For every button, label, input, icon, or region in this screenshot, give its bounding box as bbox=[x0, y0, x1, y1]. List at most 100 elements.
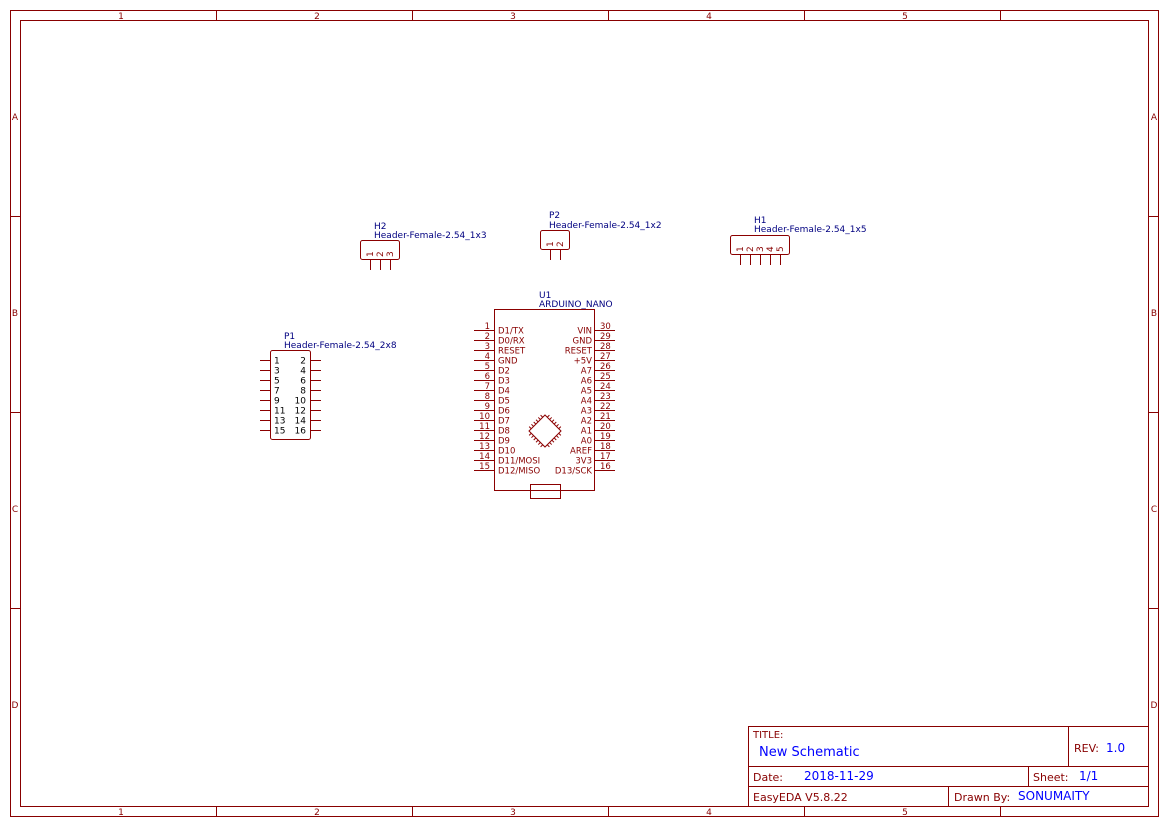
p1-pin-number: 3 bbox=[274, 367, 280, 377]
u1-pin-number: 17 bbox=[600, 452, 611, 462]
u1-pin-name: A6 bbox=[581, 377, 592, 387]
frame-col-label-top: 1 bbox=[118, 12, 124, 22]
u1-designator: U1 bbox=[539, 291, 551, 301]
p1-pin-number: 6 bbox=[300, 377, 306, 387]
u1-pin-name: D0/RX bbox=[498, 337, 525, 347]
mcu-chip-pin bbox=[558, 426, 562, 430]
u1-pin-number: 15 bbox=[479, 462, 490, 472]
u1-pin-number: 20 bbox=[600, 422, 611, 432]
mcu-chip-pin bbox=[533, 421, 537, 425]
h1-designator: H1 bbox=[754, 216, 767, 226]
title-value: New Schematic bbox=[759, 745, 860, 760]
mcu-chip-pin bbox=[556, 423, 559, 427]
sheet-label: Sheet: bbox=[1033, 771, 1069, 784]
u1-pin-number: 9 bbox=[485, 402, 490, 412]
h1-value: Header-Female-2.54_1x5 bbox=[754, 225, 867, 235]
u1-pin-name: GND bbox=[498, 357, 518, 367]
h2-pin-number: 2 bbox=[376, 251, 386, 257]
p1-pin-number: 5 bbox=[274, 377, 280, 387]
h2-value: Header-Female-2.54_1x3 bbox=[374, 231, 487, 241]
u1-pin-name: D13/SCK bbox=[555, 467, 593, 477]
title-label: TITLE: bbox=[752, 730, 783, 741]
mcu-chip-pin bbox=[535, 439, 539, 443]
p1-pin-number: 1 bbox=[274, 357, 280, 367]
u1-pin-name: D7 bbox=[498, 417, 510, 427]
u1-pin-number: 13 bbox=[479, 442, 490, 452]
u1-pin-name: AREF bbox=[570, 447, 592, 457]
u1-pin-name: A4 bbox=[581, 397, 592, 407]
mcu-chip-pin bbox=[531, 435, 534, 439]
mcu-chip-pin bbox=[540, 414, 544, 418]
u1-pin-name: GND bbox=[573, 337, 593, 347]
p2-designator: P2 bbox=[549, 211, 560, 221]
p2-pin-number: 2 bbox=[556, 241, 566, 247]
mcu-chip-pin bbox=[533, 437, 537, 441]
h2-body bbox=[360, 240, 400, 260]
frame-row-label-right: A bbox=[1151, 113, 1158, 123]
frame-col-label-top: 4 bbox=[706, 12, 712, 22]
software-version: EasyEDA V5.8.22 bbox=[753, 791, 848, 804]
u1-pin-number: 18 bbox=[600, 442, 611, 452]
frame-zone-ticks bbox=[10, 10, 1159, 817]
p1-pin-number: 7 bbox=[274, 387, 280, 397]
u1-pin-name: D8 bbox=[498, 427, 510, 437]
u1-pin-name: D1/TX bbox=[498, 327, 524, 337]
u1-pin-name: 3V3 bbox=[575, 457, 592, 467]
u1-pin-number: 25 bbox=[600, 372, 611, 382]
u1-pin-number: 21 bbox=[600, 412, 611, 422]
u1-pin-name: A7 bbox=[581, 367, 592, 377]
u1-value: ARDUINO_NANO bbox=[539, 300, 613, 310]
p1-pin-number: 2 bbox=[300, 357, 306, 367]
u1-pin-name: D2 bbox=[498, 367, 510, 377]
u1-pin-number: 19 bbox=[600, 432, 611, 442]
u1-pin-name: +5V bbox=[574, 357, 593, 367]
rev-label: REV: bbox=[1074, 742, 1099, 755]
component-p1[interactable]: P1 Header-Female-2.54_2x8 13579111315246… bbox=[260, 332, 397, 440]
u1-pin-name: D5 bbox=[498, 397, 510, 407]
outer-border bbox=[10, 10, 1159, 817]
frame-col-label-bottom: 5 bbox=[902, 808, 908, 818]
frame-col-label-bottom: 1 bbox=[118, 808, 124, 818]
frame-row-label-left: B bbox=[12, 309, 18, 319]
h2-pin-number: 1 bbox=[366, 251, 376, 257]
p1-pin-number: 13 bbox=[274, 417, 285, 427]
u1-pin-name: D3 bbox=[498, 377, 510, 387]
mcu-chip-pins bbox=[528, 414, 562, 448]
u1-pin-number: 7 bbox=[485, 382, 490, 392]
frame-col-label-bottom: 4 bbox=[706, 808, 712, 818]
u1-pin-number: 22 bbox=[600, 402, 611, 412]
u1-pin-name: A0 bbox=[581, 437, 592, 447]
u1-pin-name: D6 bbox=[498, 407, 510, 417]
u1-pin-name: D11/MOSI bbox=[498, 457, 540, 467]
u1-pin-number: 14 bbox=[479, 452, 490, 462]
p1-pin-number: 10 bbox=[295, 397, 307, 407]
p2-pin-number: 1 bbox=[546, 241, 556, 247]
h1-pin-number: 3 bbox=[756, 246, 766, 252]
h2-designator: H2 bbox=[374, 222, 387, 232]
p1-pin-number: 9 bbox=[274, 397, 280, 407]
mcu-chip-pin bbox=[551, 439, 555, 443]
u1-pin-number: 24 bbox=[600, 382, 611, 392]
u1-pin-number: 4 bbox=[485, 352, 490, 362]
frame-row-label-right: D bbox=[1151, 701, 1158, 711]
mcu-chip-pin bbox=[537, 442, 541, 445]
u1-pin-number: 5 bbox=[485, 362, 490, 372]
mcu-chip-pin bbox=[553, 421, 557, 425]
mcu-chip-pin bbox=[528, 426, 532, 430]
u1-pin-name: RESET bbox=[565, 347, 593, 357]
u1-pin-name: D9 bbox=[498, 437, 510, 447]
u1-pin-number: 11 bbox=[479, 422, 490, 432]
frame-row-label-left: D bbox=[12, 701, 19, 711]
mcu-chip-pin bbox=[546, 414, 550, 418]
mcu-chip-pin bbox=[558, 432, 562, 436]
drawing-frame bbox=[10, 10, 1159, 817]
u1-pin-number: 6 bbox=[485, 372, 490, 382]
u1-pin-number: 23 bbox=[600, 392, 611, 402]
